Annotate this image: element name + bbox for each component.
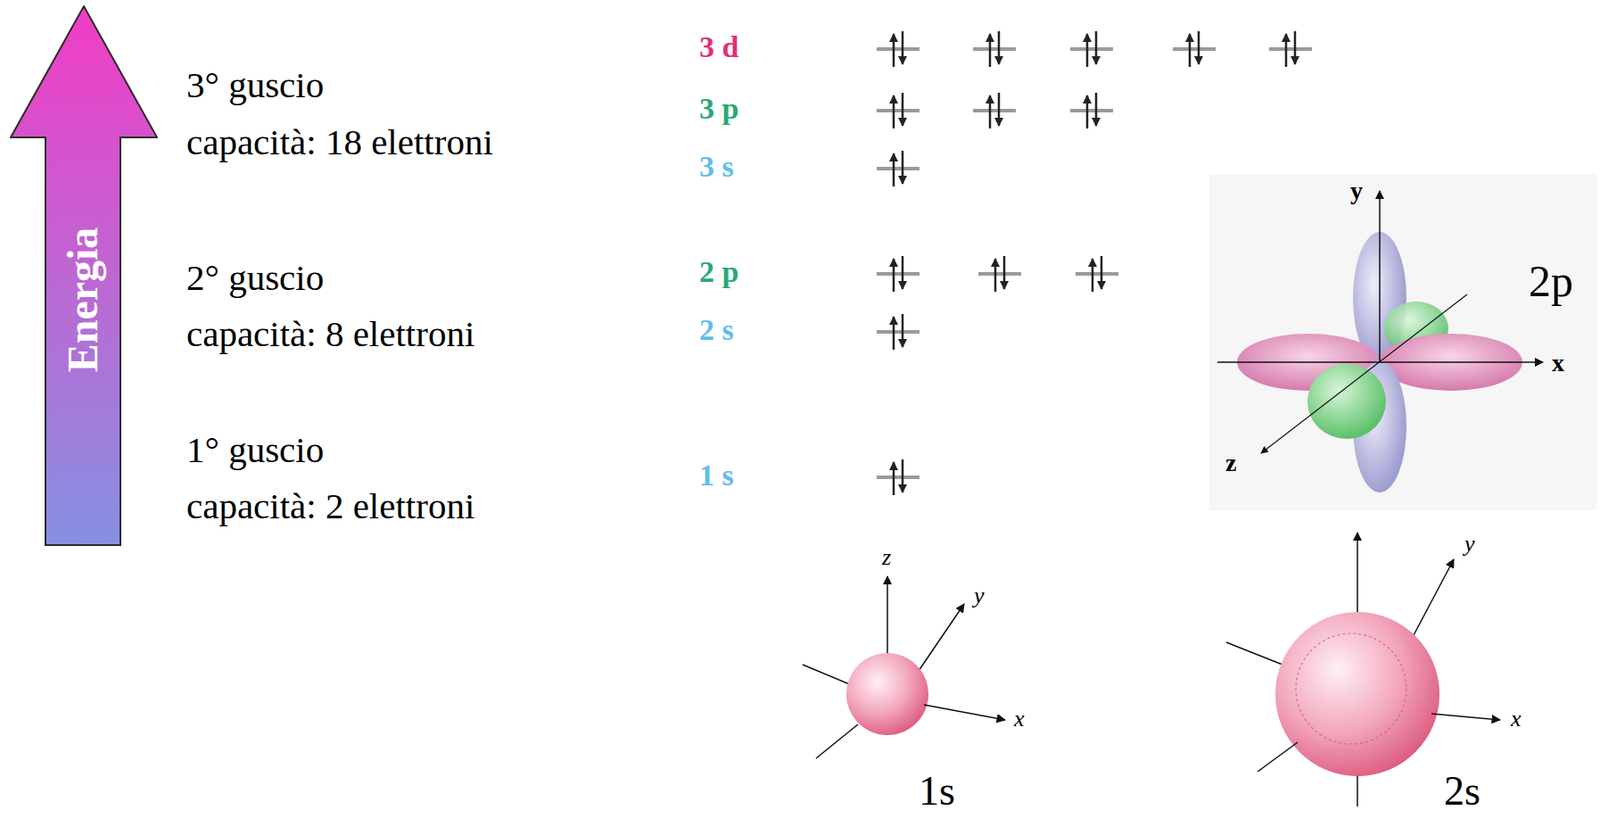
energy-arrow: Energia [9, 5, 158, 546]
axis-label: y [973, 584, 985, 608]
subshell-label: 2 p [699, 256, 739, 288]
shell-label: 1° guscio [186, 431, 324, 469]
subshell-label: 2 s [699, 314, 735, 346]
shell-label: 2° guscio [186, 259, 324, 297]
s-orbital-1s [802, 576, 1006, 759]
subshell-label: 3 s [699, 151, 735, 182]
subshell-label: 1 s [699, 460, 735, 491]
axis-label: y [1464, 532, 1476, 556]
s-orbital-2s [1226, 532, 1501, 807]
axis-label: x [1551, 350, 1565, 376]
orbital-name: 1s [918, 770, 956, 812]
axis-title: Energia [61, 227, 105, 373]
capacity-label: capacità: 8 elettroni [186, 315, 475, 353]
axis-label: y [1350, 178, 1363, 204]
shell-label: 3° guscio [186, 66, 324, 104]
orbital-name: 2p [1528, 258, 1574, 304]
axis-label: z [1225, 450, 1237, 476]
axis-label: x [1014, 707, 1025, 731]
axis-label: z [882, 545, 891, 570]
p-orbital [1209, 173, 1597, 511]
subshell-label: 3 p [699, 93, 739, 124]
orbital-name: 2s [1443, 770, 1481, 812]
capacity-label: capacità: 18 elettroni [186, 123, 494, 161]
capacity-label: capacità: 2 elettroni [186, 487, 475, 525]
axis-label: x [1510, 707, 1522, 731]
subshell-label: 3 d [699, 32, 739, 63]
